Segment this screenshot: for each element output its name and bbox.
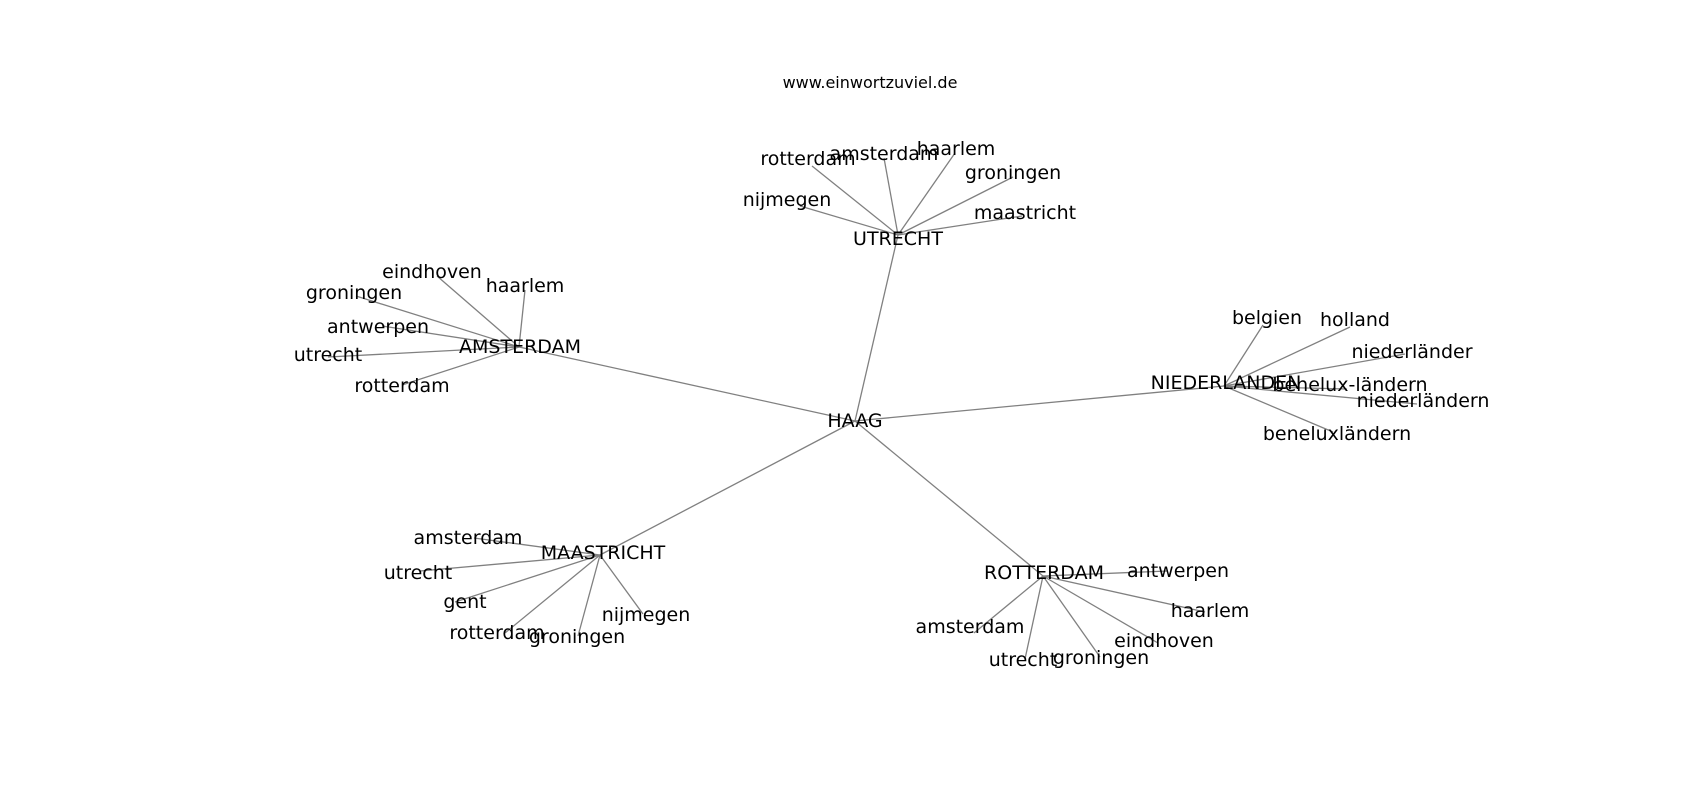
edge-niederlanden-leaf-2 [1223,353,1406,387]
leaf-node-utrecht-5: maastricht [974,202,1076,224]
edge-niederlanden-leaf-0 [1223,324,1264,387]
edge-utrecht-leaf-5 [897,215,1023,236]
edge-maastricht-leaf-5 [599,554,644,615]
leaf-node-niederlanden-3: benelux-ländern [1272,374,1427,396]
hub-node-maastricht: MAASTRICHT [541,542,666,564]
edge-rotterdam-leaf-3 [1042,575,1101,658]
edge-niederlanden-leaf-5 [1223,385,1334,433]
leaf-node-maastricht-1: utrecht [384,562,453,584]
edge-rotterdam-leaf-1 [1042,575,1206,613]
leaf-node-utrecht-3: groningen [965,162,1061,184]
hub-node-amsterdam: AMSTERDAM [459,336,581,358]
leaf-node-rotterdam-5: amsterdam [916,616,1025,638]
edge-rotterdam-leaf-5 [973,575,1044,634]
edge-haag-rotterdam [854,420,1044,577]
leaf-node-utrecht-0: rotterdam [760,148,855,170]
leaf-node-maastricht-0: amsterdam [414,527,523,549]
leaf-node-rotterdam-4: utrecht [989,649,1058,671]
leaf-node-amsterdam-5: rotterdam [354,375,449,397]
leaf-node-amsterdam-2: groningen [306,282,402,304]
leaf-node-niederlanden-4: niederländern [1357,390,1490,412]
leaf-node-maastricht-5: nijmegen [602,604,691,626]
label-layer: www.einwortzuviel.de HAAG UTRECHT rotterda… [294,73,1490,671]
edge-utrecht-leaf-1 [883,157,899,236]
edge-layer [327,152,1418,660]
leaf-node-rotterdam-2: eindhoven [1114,630,1214,652]
leaf-node-rotterdam-0: antwerpen [1127,560,1229,582]
leaf-node-amsterdam-4: utrecht [294,344,363,366]
leaf-node-utrecht-1: amsterdam [830,143,939,165]
edge-amsterdam-leaf-1 [518,289,526,348]
leaf-node-niederlanden-2: niederländer [1351,341,1472,363]
edge-utrecht-leaf-0 [811,165,899,236]
edge-niederlanden-leaf-3 [1223,385,1348,390]
edge-haag-utrecht [854,234,899,422]
edge-amsterdam-leaf-2 [355,295,520,348]
edge-niederlanden-leaf-4 [1223,385,1418,405]
edge-amsterdam-leaf-3 [381,325,520,348]
leaf-node-utrecht-4: nijmegen [743,189,832,211]
leaf-node-maastricht-2: gent [443,591,486,613]
edge-niederlanden-leaf-1 [1223,326,1351,387]
edge-utrecht-leaf-3 [897,176,1014,236]
leaf-node-rotterdam-3: groningen [1053,647,1149,669]
edge-maastricht-leaf-2 [454,554,601,603]
edge-haag-amsterdam [518,346,856,422]
leaf-node-amsterdam-1: haarlem [486,275,565,297]
edge-utrecht-leaf-2 [897,152,956,236]
edge-maastricht-leaf-4 [577,554,601,637]
edge-rotterdam-leaf-4 [1024,575,1044,660]
edge-haag-maastricht [599,420,856,556]
root-node-label: HAAG [827,410,882,432]
edge-rotterdam-leaf-2 [1042,575,1159,644]
hub-node-rotterdam: ROTTERDAM [984,562,1104,584]
leaf-node-amsterdam-0: eindhoven [382,261,482,283]
edge-maastricht-leaf-3 [504,554,601,634]
leaf-node-niederlanden-0: belgien [1232,307,1302,329]
leaf-node-rotterdam-1: haarlem [1171,600,1250,622]
site-label: www.einwortzuviel.de [783,73,958,92]
leaf-node-utrecht-2: haarlem [917,138,996,160]
leaf-node-niederlanden-1: holland [1320,309,1390,331]
leaf-node-maastricht-3: rotterdam [449,622,544,644]
edge-utrecht-leaf-4 [799,205,899,236]
edge-amsterdam-leaf-0 [436,275,520,348]
edge-amsterdam-leaf-4 [327,346,520,358]
edge-haag-niederlanden [854,385,1225,422]
edge-amsterdam-leaf-5 [401,346,520,386]
hub-node-niederlanden: NIEDERLANDEN [1151,372,1302,394]
hub-node-utrecht: UTRECHT [853,228,943,250]
edge-maastricht-leaf-1 [419,554,601,572]
leaf-node-niederlanden-5: beneluxländern [1263,423,1411,445]
leaf-node-amsterdam-3: antwerpen [327,316,429,338]
edge-rotterdam-leaf-0 [1042,570,1169,577]
leaf-node-maastricht-4: groningen [529,626,625,648]
edge-maastricht-leaf-0 [473,537,601,556]
